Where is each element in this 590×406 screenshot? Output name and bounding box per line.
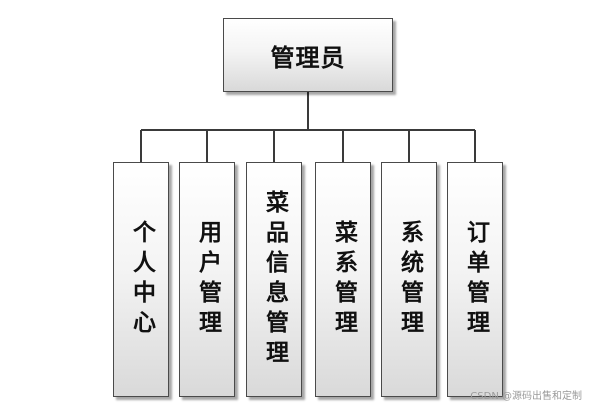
child-node-label: 菜品信息管理 (261, 189, 288, 370)
child-node-user-management: 用户管理 (179, 162, 235, 397)
watermark-text: CSDN @源码出售和定制 (470, 391, 582, 402)
child-node-dish-info-management: 菜品信息管理 (246, 162, 302, 397)
child-node-label: 系统管理 (396, 219, 423, 340)
child-node-system-management: 系统管理 (381, 162, 437, 397)
child-node-order-management: 订单管理 (447, 162, 503, 397)
child-node-label: 用户管理 (194, 219, 221, 340)
child-node-personal-center: 个人中心 (113, 162, 169, 397)
child-node-label: 订单管理 (462, 219, 489, 340)
child-node-label: 个人中心 (128, 219, 155, 340)
child-node-cuisine-management: 菜系管理 (315, 162, 371, 397)
root-node-admin: 管理员 (223, 18, 393, 92)
root-node-label: 管理员 (270, 43, 346, 72)
child-node-label: 菜系管理 (330, 219, 357, 340)
